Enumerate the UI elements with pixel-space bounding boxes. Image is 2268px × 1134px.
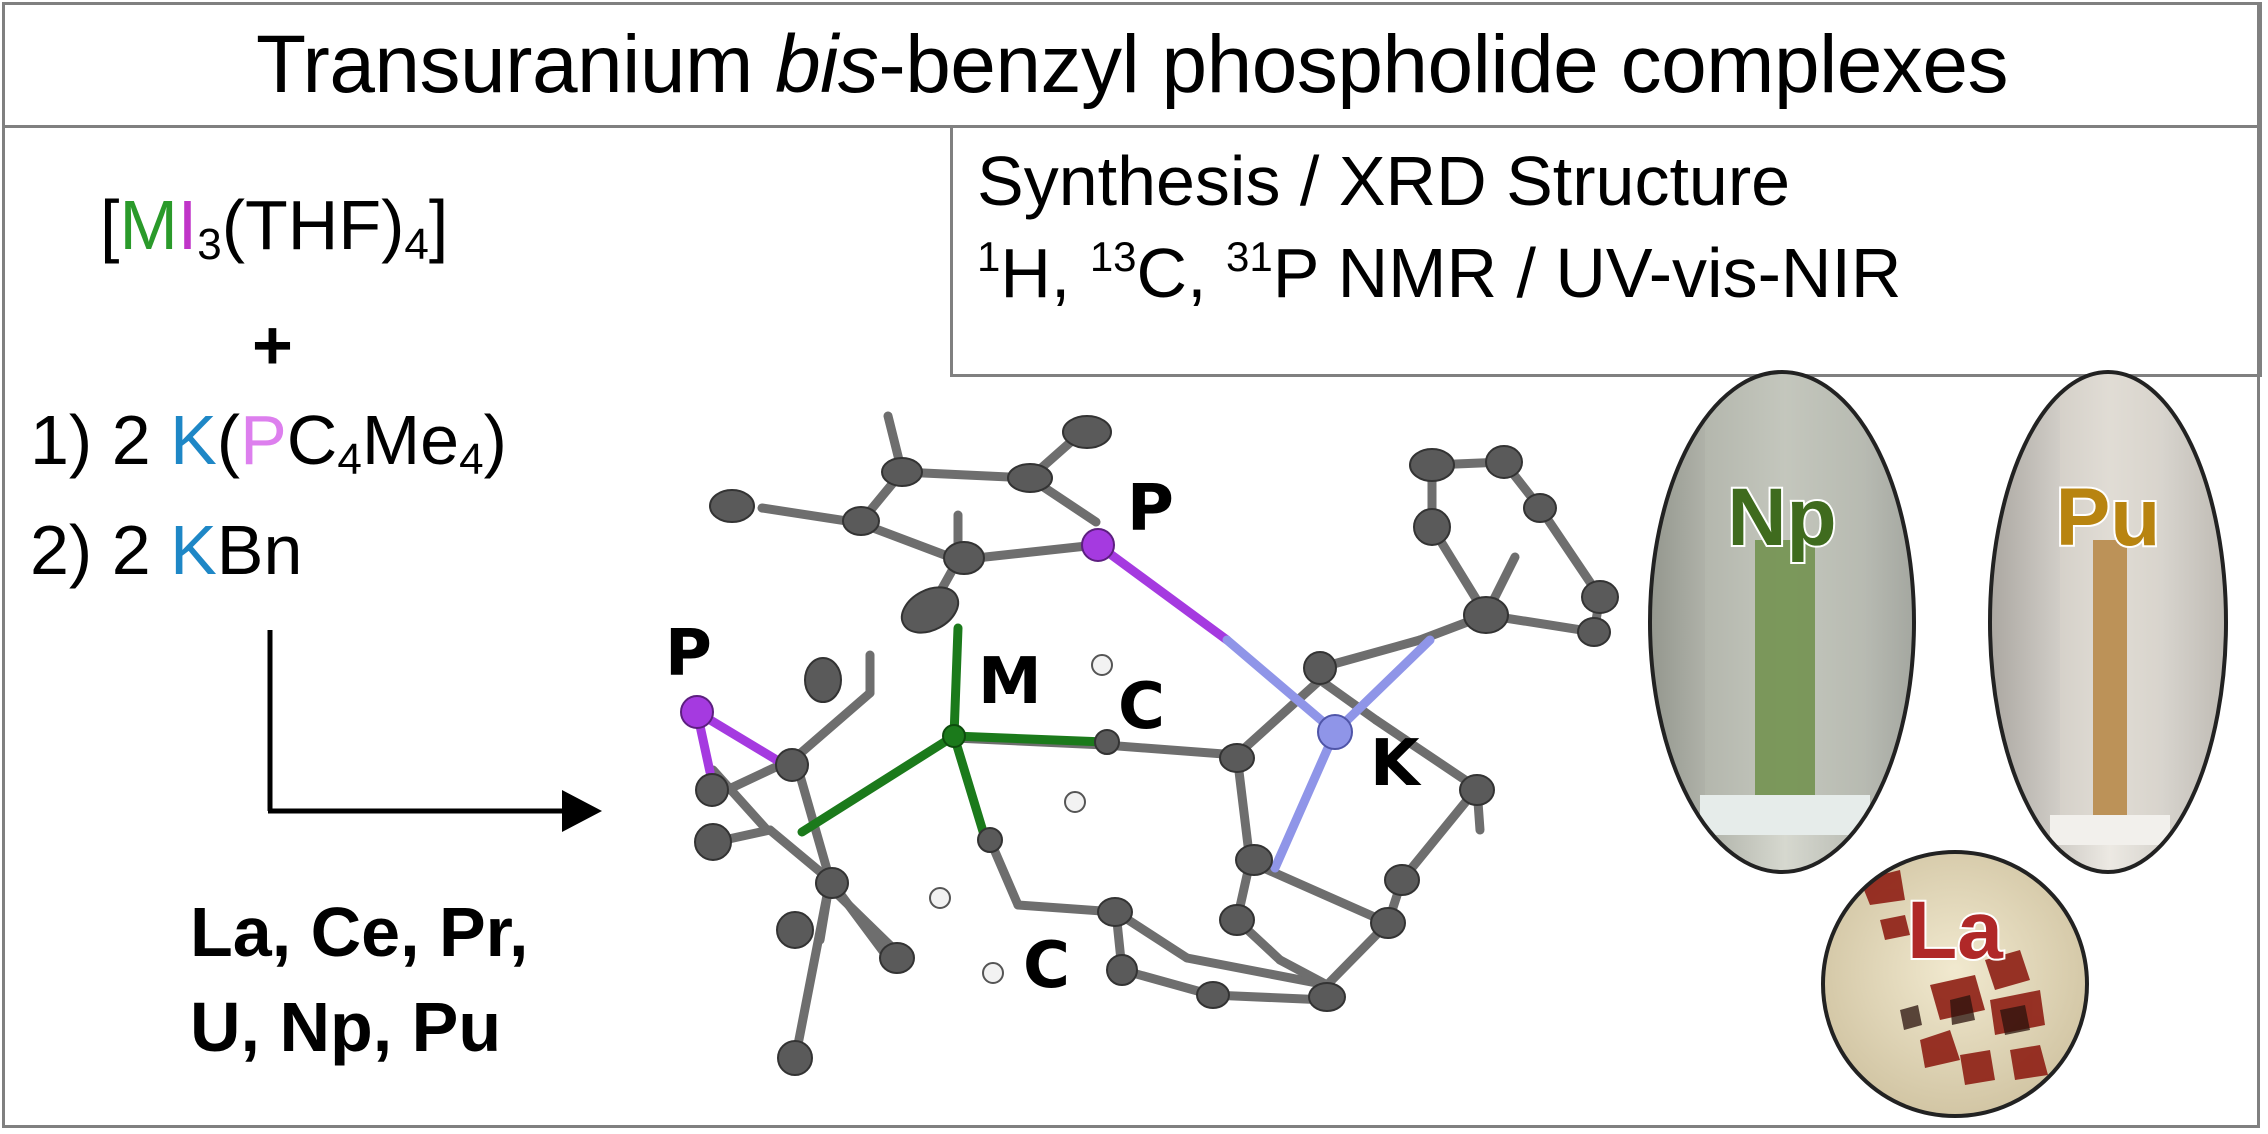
la-crystal-photo: La [1821,850,2089,1118]
step-1-reagent: 1) 2 K(PC4Me4) [30,401,507,484]
product-metals-line-2: U, Np, Pu [190,987,502,1066]
techniques-line-2: 1H, 13C, 31P NMR / UV-vis-NIR [977,233,1902,312]
techniques-line-1: Synthesis / XRD Structure [977,142,1791,220]
la-label: La [1907,885,2004,976]
benzyl-carbon-2 [977,827,1003,853]
atom-label-c-bottom: C [1023,929,1070,1003]
metal-atom [942,724,966,748]
hydrogen-atoms [929,654,1113,984]
reaction-arrow [267,630,602,832]
potassium-atom [1317,714,1353,750]
plus-sign: + [252,306,293,384]
atom-label-m: M [978,645,1042,719]
step-2-reagent: 2) 2 KBn [30,511,303,589]
product-metals-line-1: La, Ce, Pr, [190,893,529,971]
atom-label-p-top: P [1127,472,1174,546]
np-label: Np [1727,472,1836,563]
metal-bonds [692,540,1435,873]
product-metals: La, Ce, Pr, U, Np, Pu [190,885,528,1074]
figure-title: Transuranium bis-benzyl phospholide comp… [255,19,2009,110]
arrow-head [562,790,602,832]
techniques-box: Synthesis / XRD Structure 1H, 13C, 31P N… [950,125,2262,377]
atom-label-c-top: C [1118,670,1165,744]
pu-vial-photo: Pu [1988,370,2228,874]
precursor-formula: [MI3(THF)4] [100,186,449,269]
phosphorus-atom-left [680,695,714,729]
phosphorus-atom-top [1081,528,1115,562]
benzyl-carbon-1 [1094,729,1120,755]
heavy-atoms [680,528,1353,853]
np-vial-photo: Np [1648,370,1916,874]
atom-label-p-left: P [665,617,712,691]
atom-label-k: K [1370,727,1422,801]
pu-label: Pu [2056,472,2161,563]
carbon-atoms [694,415,1619,1076]
